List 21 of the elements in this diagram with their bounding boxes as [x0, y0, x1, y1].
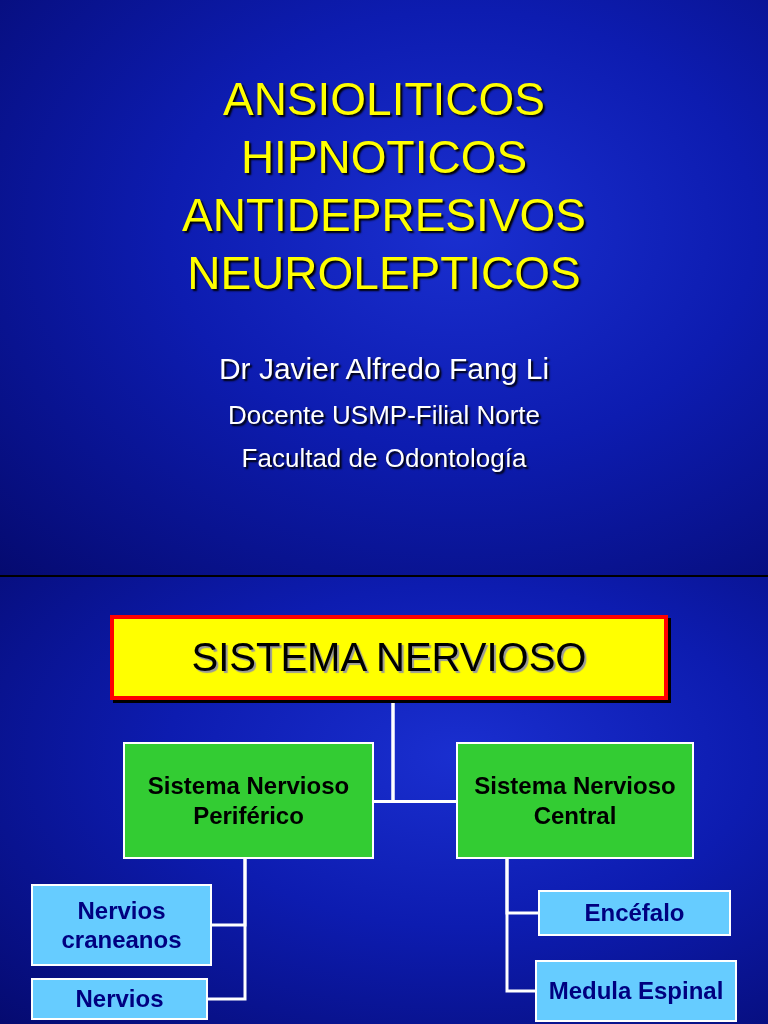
box-label: Nervios craneanos: [60, 895, 183, 955]
subtitle-text: Facultad de Odontología: [240, 443, 528, 474]
slide-title: ANSIOLITICOS HIPNOTICOS ANTIDEPRESIVOS NEUROLEPTICOS: [181, 72, 587, 301]
box-label: Medula Espinal: [548, 976, 724, 1006]
box-label: Nervios: [75, 984, 164, 1014]
subcategory-box: [535, 960, 737, 1022]
subcategory-box: [31, 978, 208, 1020]
connector-line: [505, 859, 535, 993]
box-label: Encéfalo: [584, 898, 685, 928]
box-label: SISTEMA NERVIOSO: [191, 634, 587, 682]
subcategory-box: [538, 890, 731, 936]
box-label: Sistema Nervioso Periférico: [146, 771, 351, 830]
category-box: [123, 742, 374, 859]
subcategory-box: [31, 884, 212, 966]
connector-line: [391, 700, 456, 803]
category-box: [456, 742, 694, 859]
title-box: [110, 615, 668, 700]
author-name: Dr Javier Alfredo Fang Li: [217, 352, 551, 386]
subtitle-text: Docente USMP-Filial Norte: [226, 400, 542, 431]
box-label: Sistema Nervioso Central: [473, 771, 677, 830]
connector-line: [208, 859, 247, 1001]
